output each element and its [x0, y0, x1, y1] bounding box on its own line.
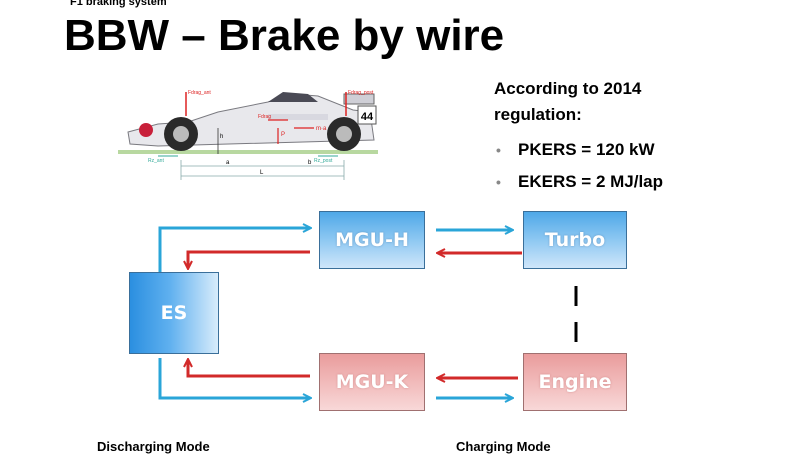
- dim-label-b: b: [308, 160, 312, 166]
- dim-label-l: L: [260, 170, 264, 176]
- node-mgu-k: MGU-K: [319, 353, 425, 411]
- regulation-line-2: regulation:: [494, 105, 582, 124]
- node-mgu-k-label: MGU-K: [335, 371, 409, 393]
- node-es: ES: [129, 272, 219, 354]
- sponsor-stripe: [268, 114, 328, 120]
- arrow-es-to-mgu-h: [158, 228, 310, 272]
- bullet-icon: •: [496, 174, 501, 190]
- bullet-icon: •: [496, 142, 501, 158]
- regulation-item-pkers: • PKERS = 120 kW: [494, 134, 784, 166]
- node-mgu-h-label: MGU-H: [335, 229, 409, 251]
- charging-mode-label: Charging Mode: [456, 439, 551, 454]
- inertia-label: m·a: [316, 126, 327, 132]
- node-mgu-h: MGU-H: [319, 211, 425, 269]
- small-title: F1 braking system: [70, 0, 167, 8]
- weight-label: P: [281, 132, 285, 138]
- regulation-item-label: PKERS = 120 kW: [518, 140, 655, 159]
- logo-badge: [139, 123, 153, 137]
- car-number: 44: [361, 111, 374, 123]
- node-engine-label: Engine: [538, 371, 612, 393]
- front-drag-label: Fdrag_ant: [188, 90, 211, 96]
- ground-shadow: [118, 150, 378, 154]
- page-title: BBW – Brake by wire: [64, 11, 505, 60]
- dim-label-a: a: [226, 160, 230, 166]
- discharging-mode-label: Discharging Mode: [97, 439, 210, 454]
- regulation-item-label: EKERS = 2 MJ/lap: [518, 172, 664, 191]
- node-engine: Engine: [523, 353, 627, 411]
- front-reaction-label: Rz_ant: [148, 158, 164, 164]
- rear-wheel-hub: [336, 126, 352, 142]
- car-force-diagram: 44 Fdrag_ant Fdrag_post Fdrag m·a P h Rz…: [118, 90, 378, 180]
- rear-drag-label: Fdrag_post: [348, 90, 374, 96]
- node-es-label: ES: [160, 302, 188, 324]
- regulation-item-ekers: • EKERS = 2 MJ/lap: [494, 166, 784, 198]
- regulation-block: According to 2014 regulation: • PKERS = 1…: [494, 76, 784, 198]
- front-wheel-hub: [173, 126, 189, 142]
- car-cockpit: [268, 92, 318, 102]
- drag-label: Fdrag: [258, 114, 271, 120]
- number-plate: [357, 105, 377, 125]
- height-label: h: [220, 134, 223, 140]
- rear-wing: [343, 93, 375, 105]
- regulation-list: • PKERS = 120 kW • EKERS = 2 MJ/lap: [494, 134, 784, 198]
- arrow-es-to-mgu-k: [158, 358, 310, 398]
- arrow-mgu-k-to-es: [188, 360, 310, 378]
- node-turbo-label: Turbo: [544, 229, 606, 251]
- rear-reaction-label: Rz_post: [314, 158, 333, 164]
- node-turbo: Turbo: [523, 211, 627, 269]
- regulation-line-1: According to 2014: [494, 79, 642, 98]
- arrow-mgu-h-to-es: [188, 250, 310, 268]
